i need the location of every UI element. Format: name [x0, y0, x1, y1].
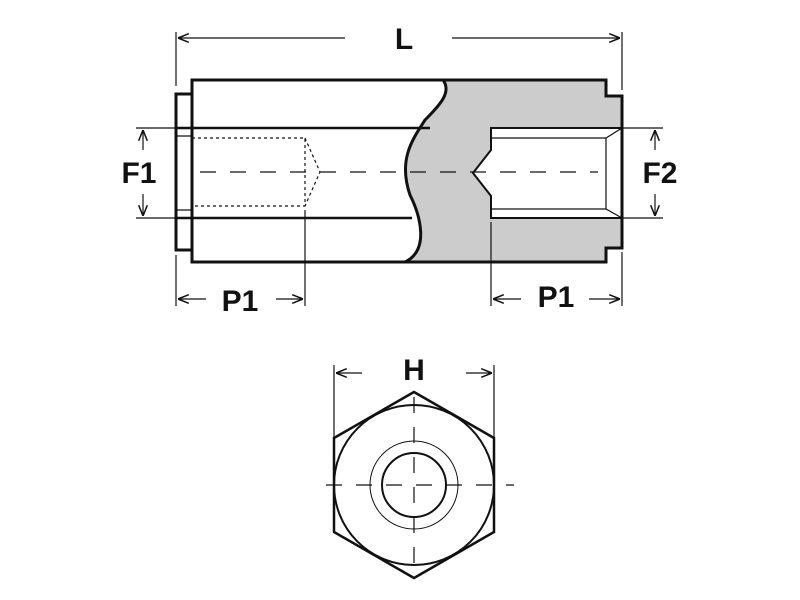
- dimension-thread-left: F1: [121, 127, 178, 219]
- dimension-hex-width: H: [333, 354, 495, 438]
- end-view: [326, 390, 514, 580]
- label-depth-right: P1: [538, 281, 575, 314]
- break-line: [403, 79, 448, 264]
- dimension-length: L: [175, 23, 623, 90]
- dimension-depth-right: P1: [490, 222, 623, 314]
- label-length: L: [395, 23, 413, 56]
- right-thread-minor: [491, 127, 623, 219]
- label-depth-left: P1: [222, 285, 259, 318]
- label-thread-right: F2: [642, 157, 677, 190]
- body-outline-right: [405, 78, 624, 264]
- label-hex-width: H: [403, 354, 425, 387]
- left-bore-lines: [176, 126, 430, 220]
- label-thread-left: F1: [121, 157, 156, 190]
- left-bore-inner: [176, 135, 192, 211]
- dimension-thread-right: F2: [622, 127, 678, 219]
- dimension-depth-left: P1: [175, 210, 306, 318]
- body-outline: [174, 78, 443, 264]
- right-thread-cavity: [471, 127, 623, 219]
- side-view: [174, 78, 624, 264]
